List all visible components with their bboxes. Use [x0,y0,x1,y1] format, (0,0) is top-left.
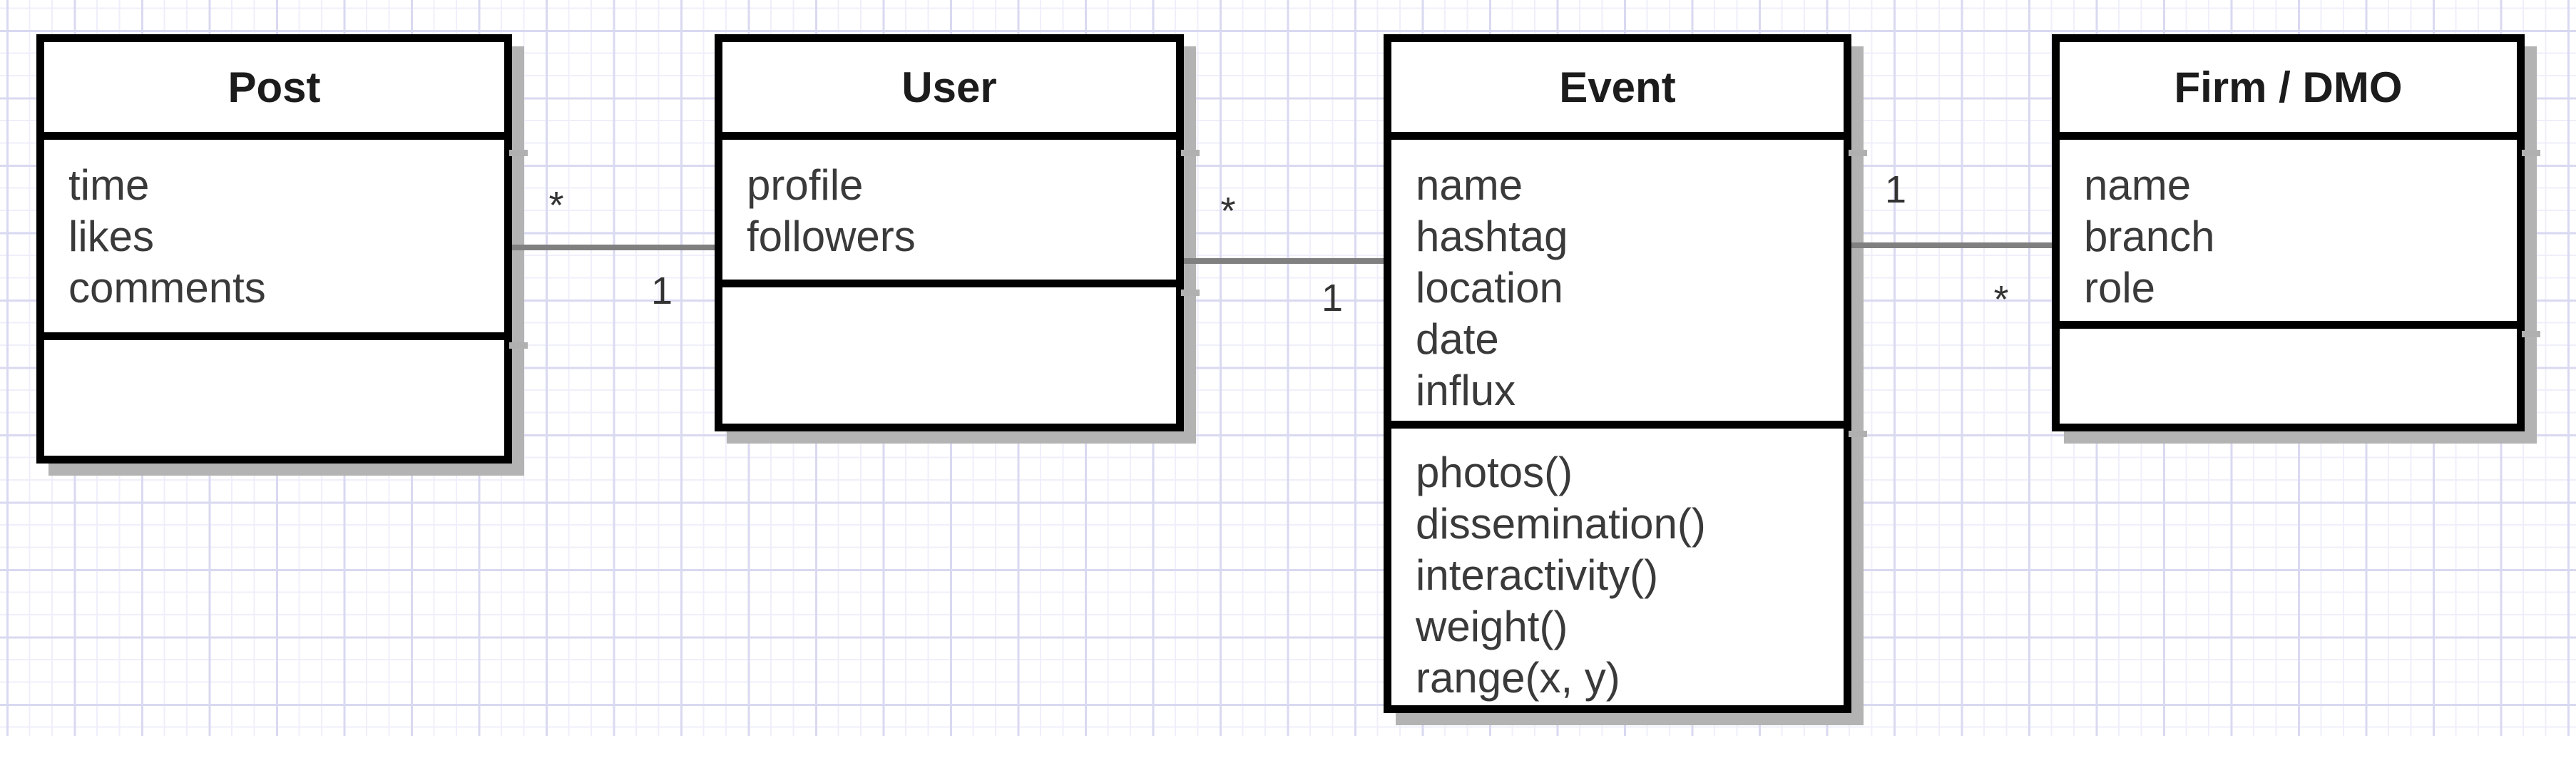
class-box-firm-dmo[interactable]: Firm / DMO name branch role [2052,34,2540,431]
separator-shadow-tick [2522,150,2540,156]
attribute: hashtag [1416,213,1568,260]
methods-section-empty [2060,329,2517,424]
multiplicity-event-one-right[interactable]: 1 [1884,168,1907,211]
section-separator [44,332,504,340]
association-post-user[interactable] [512,245,715,250]
attribute: followers [747,213,916,260]
method: weight() [1416,603,1568,650]
multiplicity-event-one[interactable]: 1 [1321,277,1344,319]
section-separator [2060,321,2517,329]
multiplicity-post-many[interactable]: * [548,184,564,227]
method: interactivity() [1416,551,1659,599]
method: dissemination() [1416,500,1706,548]
attribute: location [1416,264,1563,312]
title-separator [1391,132,1844,140]
class-box-event[interactable]: Event name hashtag location date influx … [1384,34,1867,713]
separator-shadow-tick [1849,431,1867,437]
attributes-section: profile followers [722,140,1176,280]
attributes-section: name branch role [2060,140,2517,321]
attributes-section: name hashtag location date influx [1391,140,1844,421]
class-title-firm-dmo: Firm / DMO [2174,63,2403,111]
attribute: name [2084,161,2192,209]
methods-section-empty [44,340,504,456]
attribute: time [68,161,150,209]
class-title-event: Event [1559,63,1676,111]
class-box-user[interactable]: User profile followers [715,34,1200,431]
attributes-section: time likes comments [44,140,504,332]
association-event-firm[interactable] [1851,242,2052,248]
title-separator [44,132,504,140]
class-box-post[interactable]: Post time likes comments [36,34,528,464]
association-user-event[interactable] [1184,258,1384,264]
attribute: profile [747,161,864,209]
method: photos() [1416,449,1573,496]
method: range(x, y) [1416,654,1620,702]
multiplicity-user-one[interactable]: 1 [650,270,673,312]
attribute: influx [1416,367,1516,414]
attribute: role [2084,264,2156,312]
attribute: name [1416,161,1523,209]
separator-shadow-tick [509,150,528,156]
multiplicity-user-many[interactable]: * [1220,190,1236,232]
attribute: branch [2084,213,2215,260]
separator-shadow-tick [2522,331,2540,337]
section-separator [1391,421,1844,429]
multiplicity-firm-many[interactable]: * [1993,278,2009,321]
title-separator [2060,132,2517,140]
attribute: date [1416,315,1499,363]
separator-shadow-tick [1181,150,1200,156]
separator-shadow-tick [1181,290,1200,296]
title-separator [722,132,1176,140]
separator-shadow-tick [509,342,528,349]
methods-section-empty [722,287,1176,424]
attribute: comments [68,264,266,312]
attribute: likes [68,213,155,260]
section-separator [722,280,1176,287]
class-title-user: User [901,63,997,111]
class-title-post: Post [228,63,321,111]
methods-section: photos() dissemination() interactivity()… [1391,429,1844,705]
separator-shadow-tick [1849,150,1867,156]
